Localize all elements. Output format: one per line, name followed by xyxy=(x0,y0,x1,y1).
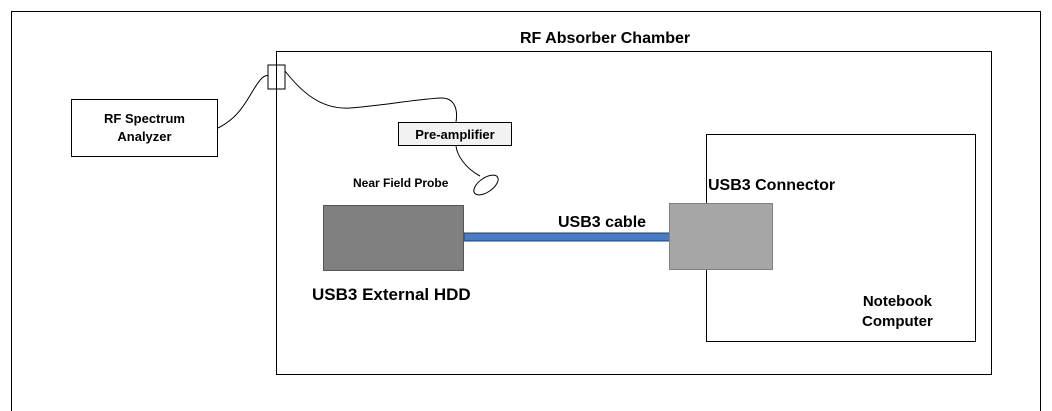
usb3-cable xyxy=(463,232,671,242)
rf-absorber-chamber xyxy=(276,51,992,375)
hdd-label: USB3 External HDD xyxy=(312,285,471,304)
chamber-label: RF Absorber Chamber xyxy=(520,30,691,47)
probe-wire xyxy=(455,145,481,177)
preamp-wire xyxy=(284,70,458,123)
usb3-external-hdd xyxy=(323,205,464,271)
analyzer-wire xyxy=(217,75,275,129)
connector-label: USB3 Connector xyxy=(708,177,836,194)
outer-frame xyxy=(11,11,1041,411)
preamp-label: Pre-amplifier xyxy=(415,126,495,142)
notebook-label: Notebook Computer xyxy=(862,292,933,332)
notebook-label-line1: Notebook xyxy=(862,293,932,310)
near-field-probe xyxy=(473,174,499,196)
notebook-label-line2: Computer xyxy=(862,313,933,330)
probe-label: Near Field Probe xyxy=(353,176,449,190)
rf-spectrum-analyzer: RF Spectrum Analyzer xyxy=(71,99,218,157)
cable-label: USB3 cable xyxy=(558,214,647,231)
usb3-connector xyxy=(669,203,773,270)
analyzer-label-line1: RF Spectrum xyxy=(104,111,185,126)
pre-amplifier: Pre-amplifier xyxy=(398,122,512,146)
analyzer-label-line2: Analyzer xyxy=(117,129,172,144)
